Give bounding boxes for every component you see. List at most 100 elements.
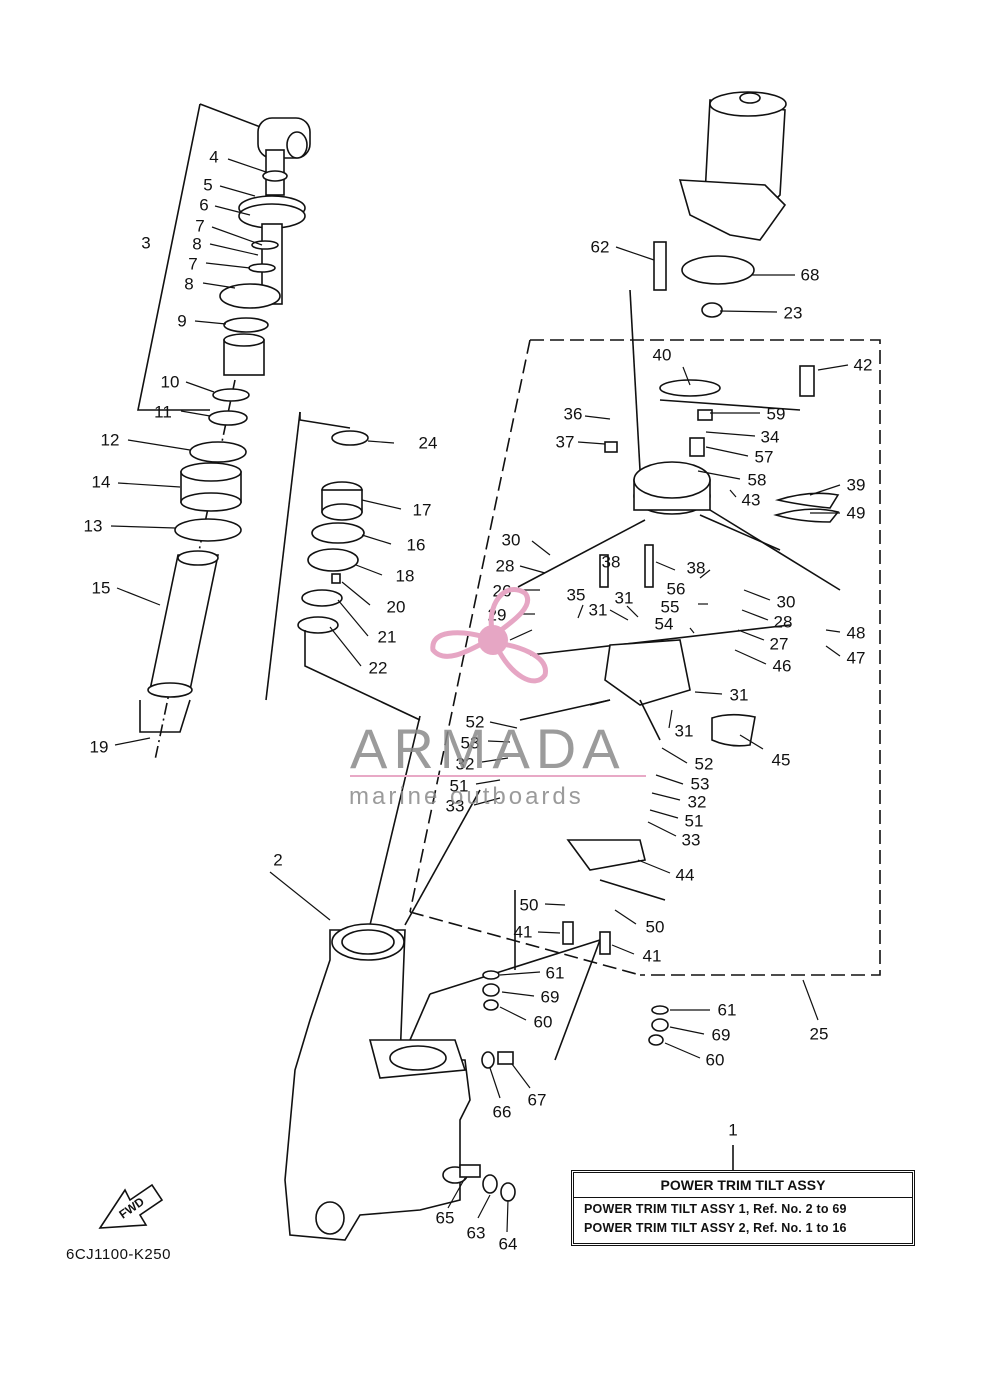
callout-57: 57 [754, 447, 774, 467]
callout-38b: 38 [686, 558, 706, 578]
callout-25: 25 [809, 1024, 829, 1044]
callout-41a: 41 [513, 922, 533, 942]
callout-53b: 53 [690, 774, 710, 794]
callout-39: 39 [846, 475, 866, 495]
callout-51b: 51 [684, 811, 704, 831]
callout-28b: 28 [773, 612, 793, 632]
fwd-arrow [98, 1183, 164, 1229]
callout-32a: 32 [455, 754, 475, 774]
callout-60b: 60 [705, 1050, 725, 1070]
callout-2: 2 [273, 850, 283, 870]
callout-17: 17 [412, 500, 432, 520]
callout-68: 68 [800, 265, 820, 285]
main-housing [284, 929, 471, 1241]
assembly-title: POWER TRIM TILT ASSY [660, 1177, 826, 1193]
callout-50b: 50 [645, 917, 665, 937]
callout-4: 4 [209, 147, 219, 167]
callout-42: 42 [853, 355, 873, 375]
callout-8b: 8 [184, 274, 194, 294]
callout-61a: 61 [545, 963, 565, 983]
watermark-tagline: marine outboards [349, 783, 584, 810]
callout-41b: 41 [642, 946, 662, 966]
callout-23: 23 [783, 303, 803, 323]
callout-5: 5 [203, 175, 213, 195]
callout-59: 59 [766, 404, 786, 424]
callout-31a: 31 [588, 600, 608, 620]
armada-propeller-logo [430, 587, 548, 684]
drawing-code: 6CJ1100-K250 [66, 1246, 171, 1263]
callout-43: 43 [741, 490, 761, 510]
callout-49: 49 [846, 503, 866, 523]
callout-67: 67 [527, 1090, 547, 1110]
callout-31b: 31 [614, 588, 634, 608]
callout-54: 54 [654, 614, 674, 634]
callout-63: 63 [466, 1223, 486, 1243]
callout-32b: 32 [687, 792, 707, 812]
bracket-3 [137, 103, 210, 411]
callout-60a: 60 [533, 1012, 553, 1032]
callout-30a: 30 [501, 530, 521, 550]
callout-52a: 52 [465, 712, 485, 732]
callout-11: 11 [154, 402, 172, 422]
callout-20: 20 [386, 597, 406, 617]
callout-50a: 50 [519, 895, 539, 915]
callout-7a: 7 [195, 216, 205, 236]
callout-53a: 53 [460, 733, 480, 753]
callout-19: 19 [89, 737, 109, 757]
callout-1: 1 [728, 1120, 738, 1140]
callout-34: 34 [760, 427, 780, 447]
assembly-ref-line-1: POWER TRIM TILT ASSY 1, Ref. No. 2 to 69 [584, 1202, 847, 1216]
watermark-divider [350, 775, 646, 777]
callout-37: 37 [555, 432, 575, 452]
callout-35: 35 [566, 585, 586, 605]
callout-18: 18 [395, 566, 415, 586]
callout-44: 44 [675, 865, 695, 885]
callout-13: 13 [83, 516, 103, 536]
callout-58: 58 [747, 470, 767, 490]
callout-33b: 33 [681, 830, 701, 850]
callout-56: 56 [666, 579, 686, 599]
callout-33a: 33 [445, 796, 465, 816]
callout-24: 24 [418, 433, 438, 453]
callout-27: 27 [769, 634, 789, 654]
callout-16: 16 [406, 535, 426, 555]
callout-9: 9 [177, 311, 187, 331]
callout-48: 48 [846, 623, 866, 643]
callout-15: 15 [91, 578, 111, 598]
callout-22: 22 [368, 658, 388, 678]
callout-65: 65 [435, 1208, 455, 1228]
title-divider [574, 1197, 912, 1198]
watermark-brand: ARMADA [350, 717, 626, 780]
callout-14: 14 [91, 472, 111, 492]
callout-66: 66 [492, 1102, 512, 1122]
callout-69a: 69 [540, 987, 560, 1007]
callout-31d: 31 [674, 721, 694, 741]
callout-64: 64 [498, 1234, 518, 1254]
callout-12: 12 [100, 430, 120, 450]
callout-47: 47 [846, 648, 866, 668]
callout-45: 45 [771, 750, 791, 770]
callout-62: 62 [590, 237, 610, 257]
callout-52b: 52 [694, 754, 714, 774]
callout-3: 3 [141, 233, 151, 253]
callout-55: 55 [660, 597, 680, 617]
callout-8a: 8 [192, 234, 202, 254]
callout-31c: 31 [729, 685, 749, 705]
callout-30b: 30 [776, 592, 796, 612]
assembly-title-box: POWER TRIM TILT ASSY POWER TRIM TILT ASS… [571, 1170, 915, 1246]
callout-38a: 38 [601, 552, 621, 572]
callout-61b: 61 [717, 1000, 737, 1020]
callout-28a: 28 [495, 556, 515, 576]
assembly-ref-line-2: POWER TRIM TILT ASSY 2, Ref. No. 1 to 16 [584, 1221, 847, 1235]
callout-6: 6 [199, 195, 209, 215]
callout-7b: 7 [188, 254, 198, 274]
callout-10: 10 [160, 372, 180, 392]
tilt-cylinder-tube [149, 554, 219, 691]
callout-21: 21 [377, 627, 397, 647]
callout-40: 40 [652, 345, 672, 365]
callout-69b: 69 [711, 1025, 731, 1045]
callout-46b: 46 [772, 656, 792, 676]
callout-36: 36 [563, 404, 583, 424]
